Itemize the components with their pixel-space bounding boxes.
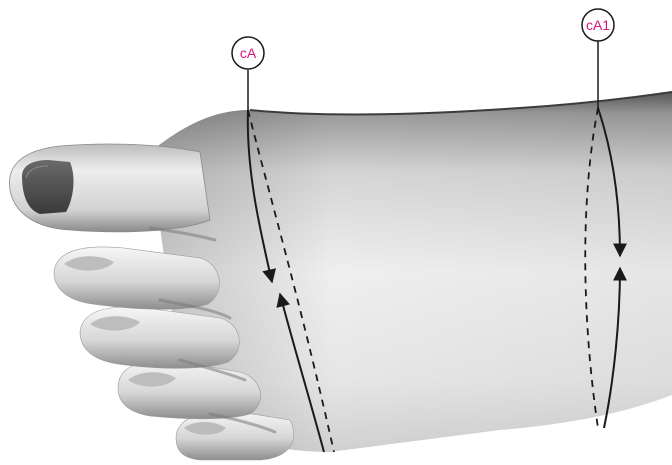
- toe-2: [53, 246, 220, 310]
- cA-callout-circle: [231, 36, 265, 70]
- cA1-front-path-up: [603, 266, 627, 429]
- cA1-front-path-down: [597, 107, 627, 258]
- measurement-line-cA1: cA1: [581, 8, 627, 429]
- cA-back-path: [247, 109, 335, 453]
- foot-top-edge: [249, 91, 672, 116]
- measurement-line-cA: cA: [231, 36, 335, 453]
- toe-3: [79, 306, 240, 369]
- toe-gap-shadow: [148, 226, 277, 434]
- cA-front-path-up: [276, 292, 325, 453]
- cA1-callout-label: cA1: [586, 17, 610, 33]
- cA1-back-path: [584, 107, 599, 429]
- cA-front-path-down: [246, 109, 276, 284]
- cA1-callout-circle: [581, 8, 615, 42]
- foot-body-shading: [150, 92, 672, 452]
- toe-4: [117, 360, 261, 420]
- big-toe-nail: [22, 160, 74, 214]
- big-toe: [9, 143, 211, 233]
- cA-callout-label: cA: [240, 45, 257, 61]
